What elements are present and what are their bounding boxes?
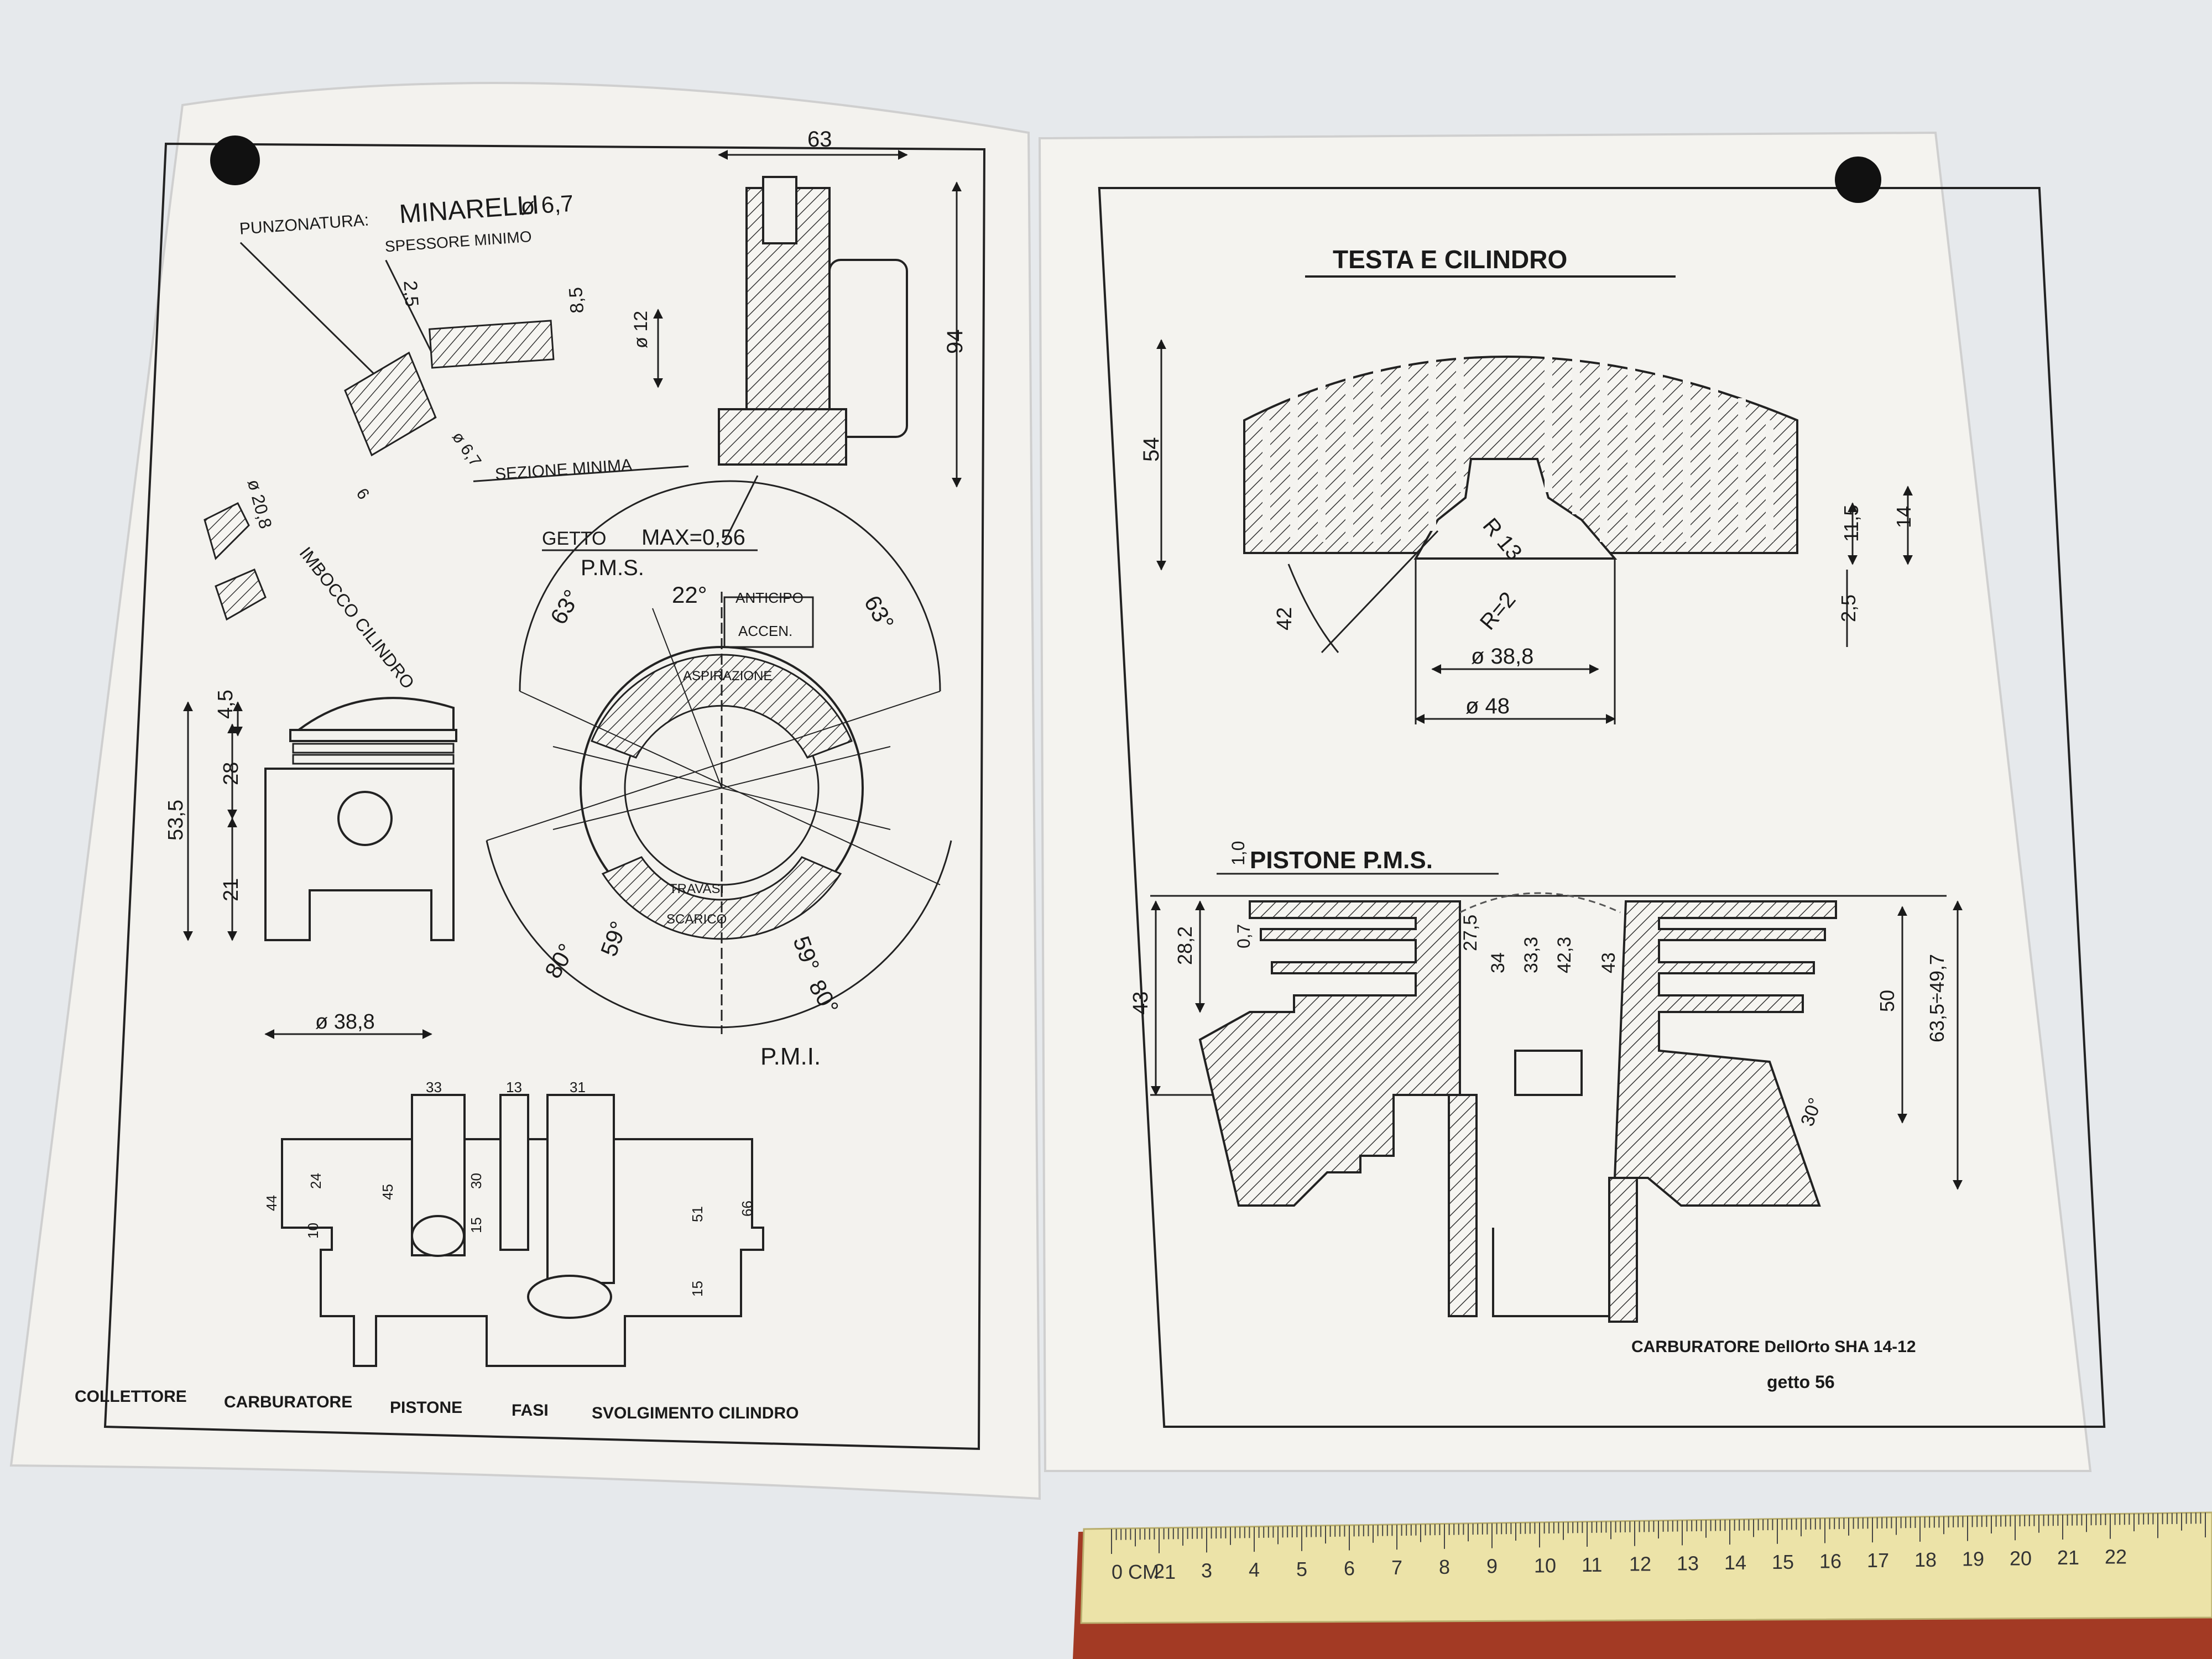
unroll-13: 13 — [506, 1079, 522, 1095]
carburatore-drawing: 63 94 ø 12 — [630, 127, 967, 488]
unroll-51: 51 — [689, 1206, 706, 1222]
cyl-dim-282: 28,2 — [1173, 926, 1196, 965]
ruler-ticks — [1111, 1512, 2206, 1554]
cyl-dim-50: 50 — [1876, 990, 1898, 1012]
ruler-label: 3 — [1201, 1559, 1212, 1582]
cyl-dim-43a: 43 — [1129, 992, 1152, 1015]
footer-collettore: COLLETTORE — [75, 1387, 187, 1406]
unroll-33: 33 — [426, 1079, 442, 1095]
cyl-dim-333: 33,3 — [1521, 937, 1542, 973]
getto-note-text: getto 56 — [1767, 1372, 1835, 1392]
getto-label: GETTO — [542, 528, 607, 549]
unroll-24: 24 — [307, 1173, 324, 1189]
pistone-pms-label: PISTONE P.M.S. — [1250, 847, 1433, 874]
ruler-label: 2 — [1154, 1560, 1165, 1583]
pms-label: P.M.S. — [581, 556, 644, 580]
cyl-dim-423: 42,3 — [1554, 937, 1575, 973]
aspirazione-label: ASPIRAZIONE — [683, 669, 772, 684]
ruler-label: 12 — [1629, 1553, 1651, 1575]
dim-12: ø 12 — [630, 311, 651, 348]
ruler-label: 11 — [1582, 1553, 1602, 1576]
footer-pistone: PISTONE — [390, 1399, 462, 1417]
unroll-31: 31 — [570, 1079, 586, 1095]
unroll-10: 10 — [305, 1223, 321, 1239]
unroll-44: 44 — [263, 1195, 280, 1211]
punch-hole — [1835, 156, 1881, 203]
cyl-dim-275: 27,5 — [1460, 915, 1481, 951]
right-page — [1038, 131, 2106, 1472]
cylinder-section-drawing: PISTONE P.M.S. 1,0 43 28,2 0,7 27,5 34 3… — [1129, 841, 1963, 1323]
pmi-label: P.M.I. — [760, 1043, 821, 1070]
ruler-label: 7 — [1391, 1556, 1402, 1579]
dim-94: 94 — [943, 330, 967, 354]
ruler-label: 4 — [1249, 1558, 1260, 1581]
head-dim-14: 14 — [1892, 506, 1915, 528]
dim-25: 2,5 — [399, 280, 422, 307]
carb-note: CARBURATORE DellOrto SHA 14-12 — [1631, 1338, 1916, 1356]
dim-388: ø 38,8 — [315, 1010, 375, 1034]
getto-max: MAX=0,56 — [641, 525, 745, 550]
dim-21: 21 — [220, 878, 243, 901]
cylinder-head-drawing: 54 11,5 14 2,5 42 R 13 R=2 ø 38,8 ø 48 — [1139, 339, 1915, 724]
punch-diameter: ø 6,7 — [520, 190, 575, 220]
scarico-label: SCARICO — [666, 912, 727, 927]
svolgimento-drawing: 33 13 31 44 24 10 45 30 15 51 66 15 — [263, 1079, 764, 1367]
left-footer: COLLETTORE CARBURATORE PISTONE FASI SVOL… — [75, 1387, 799, 1422]
ruler-label: 14 — [1724, 1551, 1746, 1574]
ruler-label: 22 — [2105, 1546, 2127, 1568]
ruler-label: 10 — [1534, 1554, 1556, 1577]
ruler-label: 16 — [1819, 1550, 1841, 1573]
cyl-dim-635: 63,5÷49,7 — [1926, 954, 1948, 1042]
unroll-66: 66 — [739, 1201, 755, 1217]
cyl-dim-10: 1,0 — [1228, 841, 1248, 865]
head-dim-54: 54 — [1139, 437, 1164, 462]
unroll-15a: 15 — [468, 1217, 484, 1233]
ruler-label: 5 — [1296, 1558, 1307, 1580]
unroll-45: 45 — [379, 1184, 396, 1200]
dim-63: 63 — [807, 127, 832, 152]
ruler-label: 13 — [1677, 1552, 1699, 1574]
footer-fasi: FASI — [512, 1401, 549, 1420]
footer-carburatore: CARBURATORE — [224, 1393, 352, 1411]
head-d388: ø 38,8 — [1471, 644, 1533, 669]
punch-hole — [210, 135, 260, 185]
head-d48: ø 48 — [1465, 694, 1510, 718]
footer-svolgimento: SVOLGIMENTO CILINDRO — [592, 1404, 799, 1422]
page-title: TESTA E CILINDRO — [1333, 245, 1567, 274]
anticipo-label: ANTICIPO — [735, 589, 804, 606]
dim-28: 28 — [220, 762, 243, 785]
testa-cilindro-title: TESTA E CILINDRO — [1305, 245, 1676, 278]
unroll-15b: 15 — [689, 1281, 706, 1297]
ruler-label: 17 — [1867, 1549, 1889, 1572]
travasi-label: TRAVASI — [669, 881, 724, 896]
ruler-label: 9 — [1486, 1555, 1498, 1578]
ruler-label: 0 CM 1 — [1112, 1561, 1176, 1583]
head-dim-115: 11,5 — [1840, 505, 1863, 542]
getto-note: GETTO MAX=0,56 — [542, 475, 759, 551]
pistone-drawing: 4,5 28 53,5 21 ø 38,8 — [164, 690, 457, 1039]
head-dim-42: 42 — [1273, 607, 1296, 630]
cyl-dim-43b: 43 — [1598, 952, 1619, 973]
dim-85: 8,5 — [565, 286, 588, 314]
dim-45: 4,5 — [214, 690, 237, 719]
ruler-label: 15 — [1772, 1551, 1794, 1573]
cyl-dim-07: 0,7 — [1234, 924, 1254, 948]
ruler-label: 6 — [1344, 1557, 1355, 1580]
ruler-label: 20 — [2010, 1547, 2032, 1569]
head-dim-25: 2,5 — [1837, 594, 1860, 622]
cyl-dim-34: 34 — [1488, 952, 1509, 973]
right-notes: CARBURATORE DellOrto SHA 14-12 getto 56 — [1631, 1338, 1916, 1392]
ruler-label: 18 — [1914, 1548, 1937, 1571]
ruler-label: 21 — [2057, 1546, 2079, 1569]
ruler-label: 19 — [1962, 1548, 1984, 1571]
unroll-30: 30 — [468, 1173, 484, 1189]
angle-22: 22° — [672, 582, 707, 608]
ruler: 0 CM 12 3 4 5 6 7 8 9 10 11 12 13 14 15 16 17 18 19 20 21 22 — [1073, 1511, 2212, 1659]
dim-535: 53,5 — [164, 800, 187, 841]
ruler-label: 8 — [1439, 1556, 1450, 1578]
ruler-labels: 0 CM 12 3 4 5 6 7 8 9 10 11 12 13 14 15 16 17 18 19 20 21 22 — [1112, 1546, 2127, 1583]
accen-label: ACCEN. — [738, 623, 792, 639]
